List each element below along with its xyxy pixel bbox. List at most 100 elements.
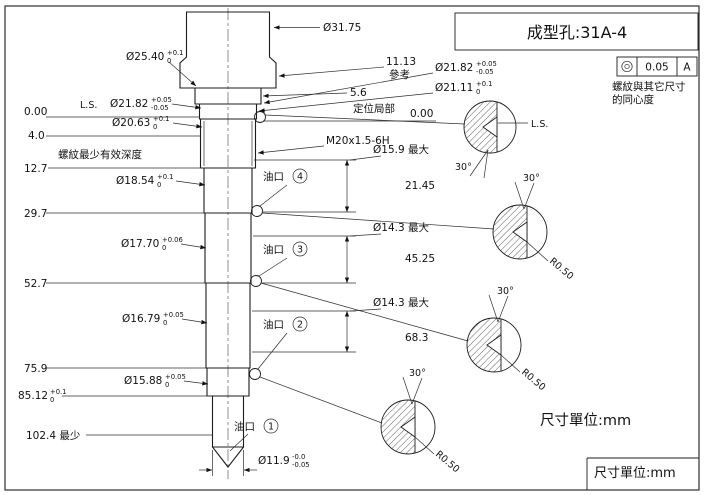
dim-68-3: 68.3 <box>405 332 428 344</box>
drawing-title: 成型孔:31A-4 <box>527 23 627 42</box>
drawing-border <box>4 5 700 491</box>
concentricity-icon <box>621 60 633 73</box>
oil-port-1-number: 1 <box>268 422 274 433</box>
detail-4-angle: 30° <box>409 368 426 379</box>
dim-d18-54-tol-up: +0.1 <box>157 173 174 181</box>
pos-29-7: 29.7 <box>24 208 47 220</box>
pos-85-12-tol-dn: 0 <box>50 396 54 404</box>
dim-5-6: 5.6 <box>350 87 367 99</box>
dim-d21-82-left-tol-dn: -0.05 <box>151 104 169 112</box>
dim-d15-88-tol-up: +0.05 <box>165 373 186 381</box>
units-note-upper: 尺寸單位:mm <box>540 412 631 429</box>
detail-leaders <box>259 114 495 424</box>
pos-102-4: 102.4 最少 <box>26 430 80 442</box>
dim-d15-9-max: Ø15.9 最大 <box>373 143 429 156</box>
detail-view-port3: 30° R0.50 <box>466 286 547 393</box>
oil-ports: 油口 4 油口 3 油口 2 油口 1 <box>229 111 308 452</box>
thread-depth-note: 螺紋最少有效深度 <box>58 148 142 161</box>
groove-notch <box>400 416 416 438</box>
feature-control-frame: 0.05 A 螺紋與其它尺寸 的同心度 <box>612 56 698 106</box>
dim-d21-82-right-tol-dn: -0.05 <box>476 68 494 76</box>
dim-d21-11-tol-dn: 0 <box>476 88 480 96</box>
dim-d16-79: Ø16.79 <box>122 313 160 325</box>
dim-d15-88-tol-dn: 0 <box>165 381 169 389</box>
groove-notch <box>486 334 502 356</box>
dim-d16-79-tol-dn: 0 <box>163 319 167 327</box>
oil-port-2-number-circle <box>292 316 308 332</box>
dim-d21-11-tol-up: +0.1 <box>476 80 493 88</box>
detail-2-radius: R0.50 <box>547 256 575 282</box>
dim-d25-40: Ø25.40 <box>126 51 164 63</box>
oil-port-4-number: 4 <box>297 172 303 183</box>
ls-left-label: L.S. <box>80 100 97 111</box>
right-dimensions: Ø15.9 最大 21.45 Ø14.3 最大 45.25 Ø14.3 最大 6… <box>252 143 435 353</box>
dim-d20-63-tol-up: +0.1 <box>153 115 170 123</box>
oil-port-3-marker <box>250 275 262 287</box>
top-dimensions: Ø31.75 Ø25.40 +0.1 0 11.13 參考 5.6 Ø21.82… <box>126 22 497 155</box>
detail-view-port4: 30° R0.50 <box>492 173 575 282</box>
dim-d21-82-left-tol-up: +0.05 <box>151 96 172 104</box>
groove-notch <box>482 116 498 138</box>
detail-ls-angle: 30° <box>455 162 472 173</box>
dim-d11-9-tol-up: -0.0 <box>292 453 305 461</box>
detail-4-radius: R0.50 <box>433 449 461 475</box>
dim-d15-88: Ø15.88 <box>124 375 162 387</box>
fcf-note-line1: 螺紋與其它尺寸 <box>612 80 686 93</box>
oil-port-4-marker <box>251 205 263 217</box>
dim-d31-75: Ø31.75 <box>323 22 361 34</box>
dim-d25-40-tol-dn: 0 <box>167 57 171 65</box>
oil-port-2-number: 2 <box>297 320 303 331</box>
pos-0-00-left: 0.00 <box>24 106 47 118</box>
detail-2-angle: 30° <box>523 173 540 184</box>
units-notes: 尺寸單位:mm 尺寸單位:mm <box>540 412 699 490</box>
pos-75-9: 75.9 <box>24 363 47 375</box>
dim-d18-54: Ø18.54 <box>116 175 155 187</box>
tip-dimension: Ø11.9 -0.0 -0.05 <box>199 450 310 476</box>
oil-port-4-number-circle <box>292 168 308 184</box>
dim-d21-82-right-tol-up: +0.05 <box>476 60 497 68</box>
dim-11-13: 11.13 <box>386 56 416 68</box>
oil-port-1-label: 油口 <box>234 420 255 433</box>
dim-d17-70-tol-dn: 0 <box>162 244 166 252</box>
oil-port-2-label: 油口 <box>263 318 284 331</box>
left-dimensions: L.S. 0.00 Ø21.82 +0.05 -0.05 Ø20.63 +0.1… <box>18 96 213 442</box>
oil-port-1-number-circle <box>263 418 279 434</box>
thread-callout: M20x1.5-6H <box>326 135 390 147</box>
dim-d11-9: Ø11.9 <box>258 455 290 467</box>
locating-port-marker <box>254 111 266 123</box>
groove-notch <box>512 221 528 243</box>
dim-d17-70: Ø17.70 <box>121 238 159 250</box>
dim-d21-82-right: Ø21.82 <box>435 62 473 74</box>
pos-85-12: 85.12 <box>18 390 48 402</box>
dim-d25-40-tol-up: +0.1 <box>167 49 184 57</box>
pos-4-0: 4.0 <box>28 130 45 142</box>
fcf-value: 0.05 <box>645 62 668 74</box>
dim-d16-79-tol-up: +0.05 <box>163 311 184 319</box>
dim-d17-70-tol-up: +0.06 <box>162 236 183 244</box>
oil-port-3-number-circle <box>292 241 308 257</box>
dim-45-25: 45.25 <box>405 253 435 265</box>
detail-view-port1: 30° R0.50 <box>380 368 461 475</box>
pos-0-00-right: 0.00 <box>410 108 433 120</box>
title-block: 成型孔:31A-4 <box>454 12 699 51</box>
dim-d14-3-max-b: Ø14.3 最大 <box>373 296 429 309</box>
pos-12-7: 12.7 <box>24 163 47 175</box>
dim-d20-63-tol-dn: 0 <box>153 123 157 131</box>
dim-d20-63: Ø20.63 <box>112 117 150 129</box>
detail-3-radius: R0.50 <box>519 367 547 393</box>
dim-21-45: 21.45 <box>405 180 435 192</box>
fcf-note-line2: 的同心度 <box>612 93 654 106</box>
dim-d21-82-left: Ø21.82 <box>110 98 148 110</box>
pos-85-12-tol-up: +0.1 <box>50 388 67 396</box>
oil-port-3-number: 3 <box>297 245 303 256</box>
oil-port-2-marker <box>249 368 261 380</box>
oil-port-3-label: 油口 <box>263 243 284 256</box>
fcf-datum: A <box>683 62 691 74</box>
dim-d14-3-max-a: Ø14.3 最大 <box>373 221 429 234</box>
pos-52-7: 52.7 <box>24 278 47 290</box>
dim-d18-54-tol-dn: 0 <box>157 181 161 189</box>
ls-right-label: L.S. <box>531 119 548 130</box>
detail-3-angle: 30° <box>497 286 514 297</box>
